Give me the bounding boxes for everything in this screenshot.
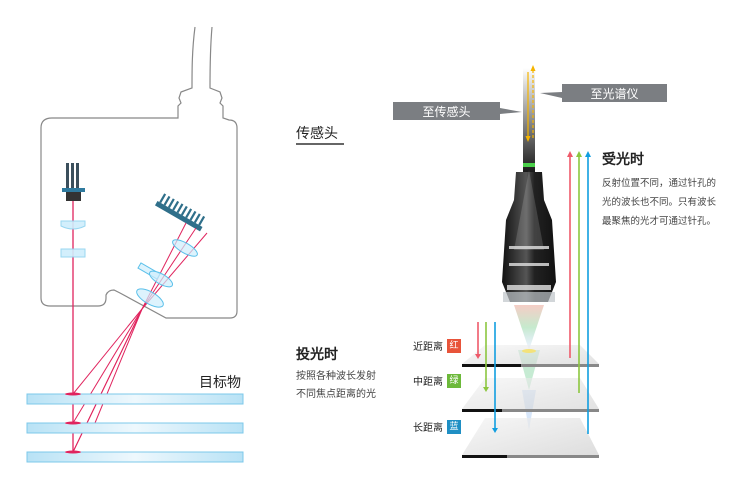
sensor-head-outline: [40, 26, 238, 319]
reception-title: 受光时: [602, 152, 644, 168]
distance-mid-label: 中距离: [413, 377, 443, 388]
emission-desc-line-2: 不同焦点距离的光: [296, 389, 376, 400]
focus-points: [65, 392, 81, 454]
callout-to-spectrometer: 至光谱仪: [562, 84, 667, 102]
color-chip-red: 红: [447, 338, 461, 353]
target-plates: [26, 393, 244, 463]
color-chip-blue: 蓝: [447, 419, 461, 434]
collimator-lenses: [60, 220, 86, 258]
glass-targets: [462, 345, 599, 458]
sensor-head-underline: [296, 143, 344, 145]
dispersed-beams: [72, 222, 208, 453]
emission-title: 投光时: [296, 347, 338, 363]
detector-array-icon: [154, 193, 206, 232]
sensor-head-label: 传感头: [296, 126, 338, 142]
target-object-label: 目标物: [199, 375, 241, 391]
distance-far-label: 长距离: [413, 423, 443, 434]
reception-desc-line-3: 最聚焦的光才可通过针孔。: [602, 216, 717, 227]
distance-far: 长距离 蓝: [413, 419, 461, 434]
reflected-arrows: [567, 151, 591, 434]
optical-fiber: [523, 68, 535, 176]
reception-desc-line-1: 反射位置不同，通过针孔的: [602, 178, 717, 189]
light-source-icon: [62, 163, 85, 201]
distance-near-label: 近距离: [413, 342, 443, 353]
objective-lens-body: [502, 172, 556, 302]
focusing-lenses: [136, 239, 198, 308]
callout-to-sensor-head: 至传感头: [393, 102, 500, 120]
color-chip-green: 绿: [447, 373, 461, 388]
red-focus-cone: [514, 305, 544, 350]
distance-mid: 中距离 绿: [413, 373, 461, 388]
incident-arrows: [475, 322, 498, 433]
emission-desc-line-1: 按照各种波长发射: [296, 371, 376, 382]
reception-desc-line-2: 光的波长也不同。只有波长: [602, 197, 717, 208]
pinhole-indicator: [523, 163, 535, 167]
distance-near: 近距离 红: [413, 338, 461, 353]
